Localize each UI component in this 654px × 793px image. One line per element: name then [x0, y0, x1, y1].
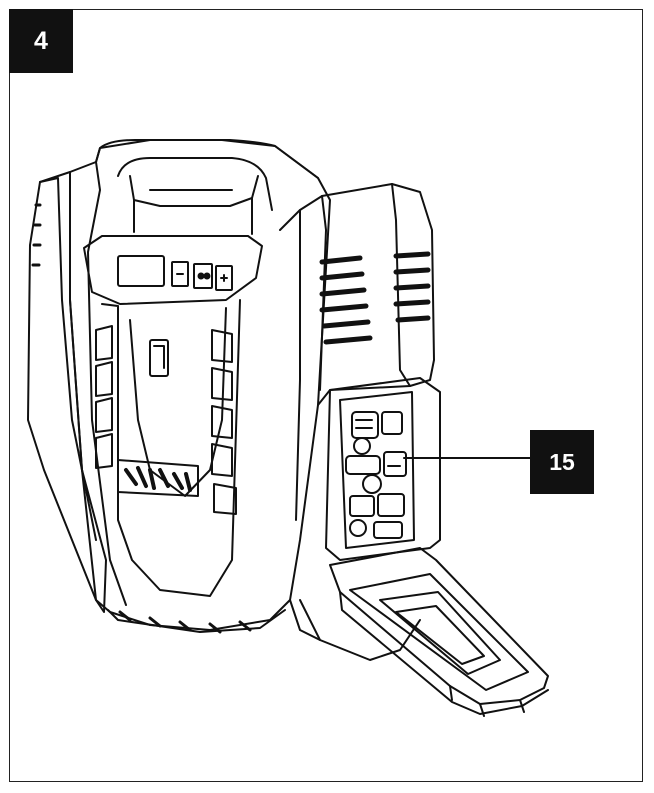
front-face: [95, 299, 241, 597]
power-switch: [149, 339, 169, 377]
left-side-wing: [27, 171, 107, 613]
button-minus: [171, 261, 189, 287]
control-panel: [83, 235, 263, 305]
button-plus: [215, 265, 233, 291]
display-screen: [117, 255, 165, 287]
base: [118, 599, 421, 661]
open-lid: [329, 547, 549, 717]
callout-label-15: 15: [530, 430, 594, 494]
battery-compartment: [325, 377, 441, 561]
right-tower: [279, 183, 435, 521]
main-body: [69, 139, 331, 641]
brand-plate: [117, 459, 199, 497]
button-middle: [193, 263, 213, 289]
figure-number-badge: 4: [9, 9, 73, 73]
carry-handle: [95, 139, 319, 235]
